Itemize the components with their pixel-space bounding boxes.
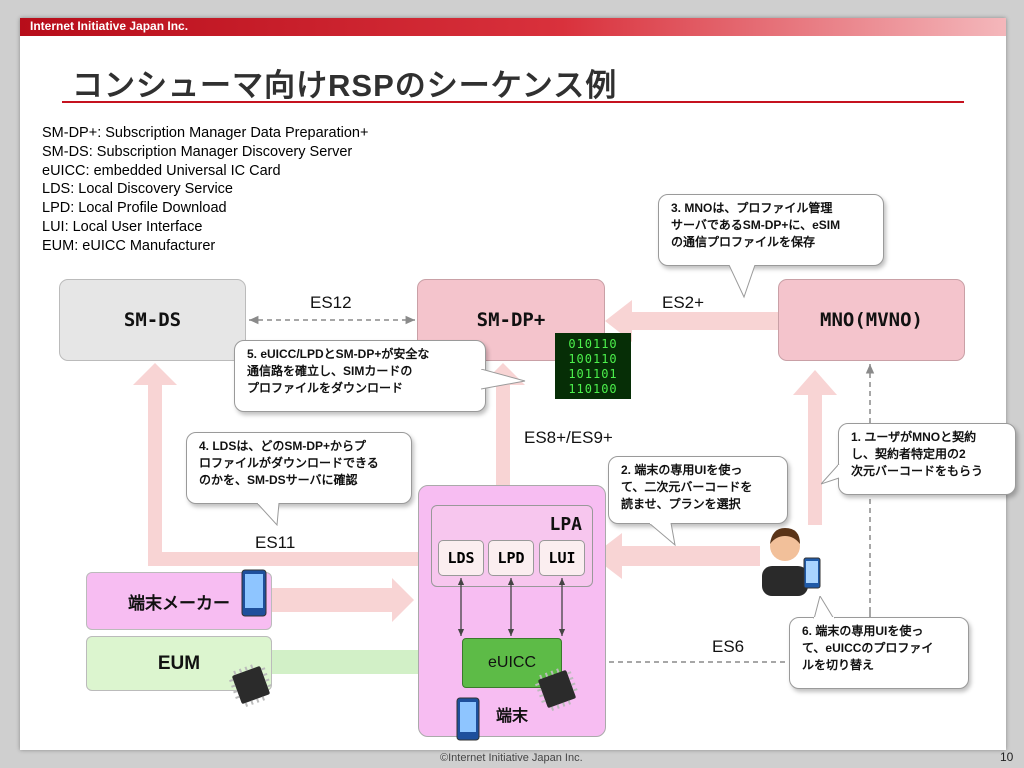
device-label: 端末	[495, 708, 528, 725]
es12-label: ES12	[310, 293, 352, 312]
es8-label: ES8+/ES9+	[524, 428, 613, 447]
user-to-lui-arrow	[592, 533, 760, 579]
chip-icon	[535, 668, 578, 711]
binary-data-icon: 010110 100110 101101 110100	[555, 333, 631, 399]
glossary-item: eUICC: embedded Universal IC Card	[42, 162, 281, 179]
step-6-bubble: 6. 端末の専用UIを使っ て、eUICCのプロファイ ルを切り替え	[789, 596, 969, 689]
step-text: ロファイルがダウンロードできる	[199, 456, 379, 470]
lpa-label: LPA	[549, 514, 582, 535]
glossary-item: SM-DS: Subscription Manager Discovery Se…	[42, 143, 353, 160]
step-text: 次元バーコードをもらう	[851, 464, 984, 478]
sm-dp-label: SM-DP+	[476, 309, 546, 331]
glossary-item: LPD: Local Profile Download	[42, 200, 227, 217]
lui-label: LUI	[548, 549, 576, 567]
step-text: の通信プロファイルを保存	[671, 235, 816, 249]
header-bar	[20, 18, 1006, 36]
euicc-label: eUICC	[487, 654, 536, 671]
es2-flow-arrow	[605, 300, 780, 342]
company-name: Internet Initiative Japan Inc.	[30, 19, 189, 33]
lpd-module: LPD	[488, 540, 534, 576]
step-4-bubble: 4. LDSは、どのSM-DP+からプ ロファイルがダウンロードできる のかを、…	[186, 432, 412, 527]
step-text: ルを切り替え	[802, 658, 875, 672]
step-1-bubble: 1. ユーザがMNOと契約 し、契約者特定用の2 次元バーコードをもらう	[821, 423, 1016, 495]
glossary-item: EUM: eUICC Manufacturer	[42, 237, 216, 254]
maker-label: 端末メーカー	[128, 593, 230, 613]
eum-to-euicc-arrow	[272, 640, 464, 684]
step-text: し、契約者特定用の2	[851, 447, 966, 461]
lds-label: LDS	[447, 549, 475, 567]
step-3-bubble: 3. MNOは、プロファイル管理 サーバであるSM-DP+に、eSIM の通信プ…	[658, 194, 884, 299]
step-text: 読ませ、プランを選択	[621, 497, 741, 511]
step-text: て、eUICCのプロファイ	[802, 641, 934, 655]
step-text: 1. ユーザがMNOと契約	[851, 430, 977, 444]
lpd-label: LPD	[497, 549, 525, 567]
step-text: プロファイルをダウンロード	[247, 381, 404, 395]
step-text: 3. MNOは、プロファイル管理	[671, 201, 833, 215]
binary-row: 110100	[568, 382, 618, 396]
lui-module: LUI	[539, 540, 585, 576]
glossary-item: LUI: Local User Interface	[42, 218, 203, 235]
step-text: て、二次元バーコードを	[621, 480, 753, 494]
binary-row: 100110	[568, 352, 618, 366]
step-2-bubble: 2. 端末の専用UIを使っ て、二次元バーコードを 読ませ、プランを選択	[608, 456, 788, 547]
bubble-tail	[821, 464, 841, 485]
bubble-tail	[729, 265, 756, 299]
bubble-tail	[257, 503, 280, 527]
user-to-mno-arrow	[793, 370, 837, 525]
user-icon	[762, 528, 821, 596]
sm-ds-label: SM-DS	[123, 309, 182, 331]
bubble-tail	[481, 369, 526, 390]
step-5-bubble: 5. eUICC/LPDとSM-DP+が安全な 通信路を確立し、SIMカードの …	[234, 340, 526, 412]
es8-flow-arrow	[481, 363, 525, 522]
glossary-item: LDS: Local Discovery Service	[42, 181, 233, 198]
title-underline	[62, 101, 964, 103]
maker-to-device-arrow	[260, 578, 414, 622]
step-text: 4. LDSは、どのSM-DP+からプ	[199, 439, 367, 453]
glossary: SM-DP+: Subscription Manager Data Prepar…	[42, 124, 368, 256]
page-number: 10	[1000, 750, 1014, 764]
es11-flow-arrow	[133, 363, 420, 566]
slide-title: コンシューマ向けRSPのシーケンス例	[72, 68, 618, 103]
es11-label: ES11	[255, 533, 296, 552]
es6-label: ES6	[712, 637, 745, 656]
lds-module: LDS	[438, 540, 484, 576]
chip-icon	[229, 664, 272, 707]
footer-copyright: ©Internet Initiative Japan Inc.	[440, 752, 583, 764]
step-text: 2. 端末の専用UIを使っ	[621, 463, 743, 477]
step-text: 通信路を確立し、SIMカードの	[247, 364, 413, 378]
step-text: 6. 端末の専用UIを使っ	[802, 624, 924, 638]
step-text: サーバであるSM-DP+に、eSIM	[671, 218, 841, 232]
mno-label: MNO(MVNO)	[820, 309, 923, 331]
glossary-item: SM-DP+: Subscription Manager Data Prepar…	[42, 125, 369, 141]
phone-icon	[241, 569, 267, 617]
maker-node: 端末メーカー	[86, 572, 272, 630]
bubble-tail	[649, 523, 676, 547]
eum-label: EUM	[157, 652, 201, 674]
es2-label: ES2+	[662, 293, 705, 312]
binary-row: 101101	[568, 367, 618, 381]
bubble-tail	[813, 596, 835, 620]
mno-node: MNO(MVNO)	[778, 279, 965, 361]
step-text: のかを、SM-DSサーバに確認	[199, 473, 358, 487]
step-text: 5. eUICC/LPDとSM-DP+が安全な	[247, 347, 430, 361]
sm-ds-node: SM-DS	[59, 279, 246, 361]
phone-icon	[456, 697, 480, 741]
binary-row: 010110	[568, 337, 618, 351]
